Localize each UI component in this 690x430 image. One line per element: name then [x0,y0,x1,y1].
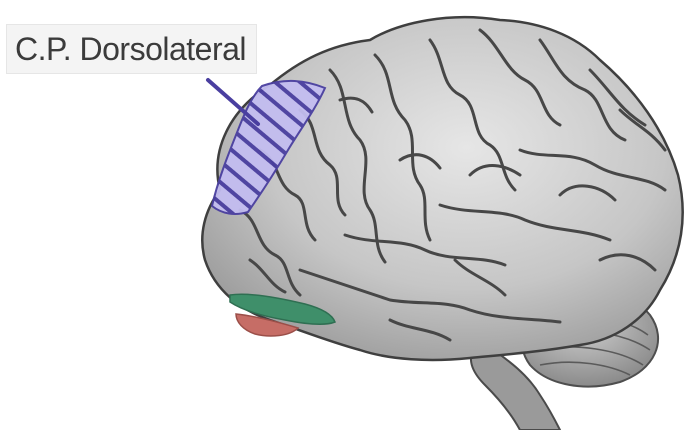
region-label: C.P. Dorsolateral [6,24,257,74]
region-label-text: C.P. Dorsolateral [15,31,246,68]
